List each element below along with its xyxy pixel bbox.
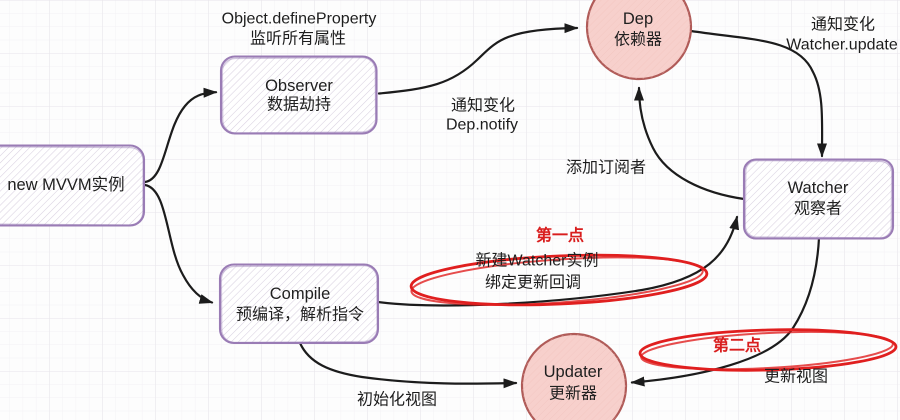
arrow-compile-to-updater <box>298 341 518 389</box>
node-compile: Compile 预编译，解析指令 <box>218 263 380 345</box>
node-observer-subtitle: 数据劫持 <box>267 96 331 114</box>
node-dep: Dep 依赖器 <box>585 0 693 81</box>
node-compile-title: Compile <box>270 285 331 303</box>
node-updater-title: Updater <box>544 363 603 381</box>
arrow-observer-to-dep <box>377 23 579 95</box>
arrow-dep-to-watcher <box>689 29 828 158</box>
node-dep-title: Dep <box>623 10 653 28</box>
node-observer: Observer 数据劫持 <box>219 55 378 135</box>
label-point1-title: 第一点 <box>536 226 584 245</box>
label-point1-line2: 绑定更新回调 <box>485 274 581 292</box>
highlight-ellipse-1 <box>409 253 709 307</box>
label-watcher-update: Watcher.update <box>786 37 898 54</box>
arrow-compile-to-watcher <box>376 215 740 307</box>
label-notify-change-1: 通知变化 <box>451 97 515 115</box>
node-watcher: Watcher 观察者 <box>742 158 895 240</box>
arrow-mvvm-to-observer <box>143 87 218 184</box>
node-updater: Updater 更新器 <box>520 332 628 420</box>
label-add-subscriber: 添加订阅者 <box>566 159 646 177</box>
node-watcher-subtitle: 观察者 <box>794 200 842 218</box>
label-point1-line1: 新建Watcher实例 <box>476 252 599 270</box>
label-defineproperty: Object.defineProperty <box>222 11 377 28</box>
label-listen-all-props: 监听所有属性 <box>250 30 346 48</box>
label-point2-title: 第二点 <box>713 336 761 355</box>
arrow-mvvm-to-compile <box>143 183 214 304</box>
arrows <box>143 23 828 389</box>
label-notify-change-2: 通知变化 <box>811 16 875 34</box>
node-observer-title: Observer <box>265 77 333 95</box>
label-init-view: 初始化视图 <box>357 391 437 409</box>
node-mvvm: new MVVM实例 <box>0 144 146 227</box>
node-watcher-title: Watcher <box>788 179 849 197</box>
arrow-watcher-to-dep <box>634 86 746 201</box>
node-compile-subtitle: 预编译，解析指令 <box>236 306 364 324</box>
node-dep-subtitle: 依赖器 <box>614 31 662 49</box>
label-update-view: 更新视图 <box>764 368 828 386</box>
node-updater-subtitle: 更新器 <box>549 385 597 403</box>
annotations: Object.defineProperty 监听所有属性 通知变化 Dep.no… <box>222 11 898 409</box>
arrow-watcher-to-updater <box>630 236 821 387</box>
label-dep-notify: Dep.notify <box>446 117 518 134</box>
highlight-ellipse-2 <box>638 328 898 372</box>
node-mvvm-label: new MVVM实例 <box>7 175 124 194</box>
